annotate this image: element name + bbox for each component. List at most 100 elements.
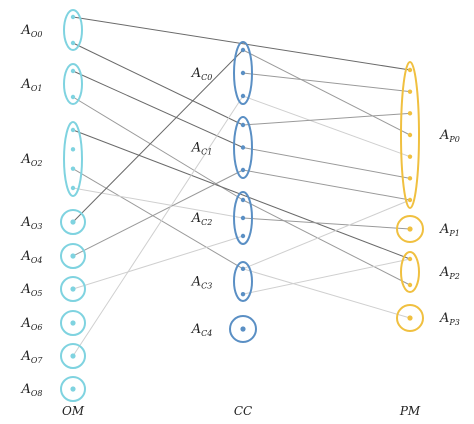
node-point-p0-4: [407, 154, 413, 159]
group-ellipse-o1: [63, 63, 83, 105]
edge-o0-1-to-c1-0: [72, 42, 244, 126]
node-point-p0-0: [407, 67, 413, 73]
group-label-p2: AP2: [439, 265, 460, 281]
group-label-o5: AO5: [20, 282, 42, 298]
edge-c0-0-to-p0-3: [242, 49, 411, 136]
edge-o2-2-to-c3-0: [72, 168, 244, 270]
edge-o7-0-to-c0-2: [72, 95, 244, 357]
group-ellipse-o5: [60, 276, 86, 302]
edge-o2-0-to-p2-0: [72, 129, 411, 260]
node-point-c4-0: [240, 326, 246, 332]
edge-c1-2-to-p0-6: [242, 169, 411, 201]
group-label-p3: AP3: [439, 311, 460, 327]
group-ellipse-c3: [233, 261, 253, 302]
group-ellipse-c0: [233, 41, 253, 105]
node-point-p0-3: [407, 132, 413, 138]
edge-c2-0-to-p2-1: [242, 199, 411, 286]
group-ellipse-o0: [63, 9, 83, 51]
edge-c1-0-to-p0-2: [242, 112, 411, 126]
node-point-p2-0: [407, 256, 413, 262]
group-label-c1: AC1: [191, 141, 213, 157]
node-point-o4-0: [70, 253, 76, 259]
edge-o1-0-to-c1-1: [72, 70, 244, 148]
edge-c1-1-to-p0-5: [242, 147, 411, 179]
edge-o5-0-to-c2-2: [72, 235, 244, 290]
node-point-o3-0: [70, 219, 76, 225]
node-point-c0-2: [240, 93, 246, 99]
column-title-cc: CC: [234, 404, 252, 418]
node-point-p0-6: [407, 197, 413, 203]
edge-o1-1-to-c2-0: [72, 96, 244, 201]
group-ellipse-p0: [400, 61, 420, 209]
node-point-o1-0: [70, 68, 76, 74]
edge-c3-0-to-p0-6: [242, 199, 411, 270]
group-label-o7: AO7: [20, 349, 43, 365]
node-point-o5-0: [70, 286, 76, 292]
edge-c3-1-to-p2-0: [242, 258, 411, 295]
node-point-p0-5: [407, 176, 413, 181]
node-point-o2-2: [70, 166, 76, 171]
group-label-o1: AO1: [20, 77, 42, 93]
node-point-o0-0: [70, 14, 76, 20]
group-label-o8: AO8: [20, 382, 42, 398]
edge-o3-0-to-c0-0: [72, 49, 244, 223]
group-ellipse-o2: [63, 121, 83, 197]
column-title-layer: OM CC PM: [62, 404, 421, 418]
group-ellipse-o6: [60, 310, 86, 336]
group-label-c2: AC2: [191, 211, 213, 227]
node-point-c1-0: [240, 122, 246, 128]
group-label-c4: AC4: [191, 322, 213, 338]
node-point-p2-1: [407, 282, 413, 288]
group-ellipse-c2: [233, 191, 253, 245]
node-point-p1-0: [407, 226, 413, 232]
node-point-p0-2: [407, 111, 413, 116]
group-label-o6: AO6: [20, 316, 42, 332]
node-point-c3-1: [240, 291, 246, 297]
group-ellipse-p3: [396, 304, 424, 332]
label-layer: AO0AO1AO2AO3AO4AO5AO6AO7AO8AC0AC1AC2AC3A…: [20, 23, 459, 398]
edge-c0-1-to-p0-1: [242, 72, 411, 93]
group-ellipse-c4: [229, 315, 257, 343]
group-ellipse-o7: [60, 343, 86, 369]
group-label-o4: AO4: [20, 249, 42, 265]
edge-c2-1-to-p1-0: [242, 217, 411, 230]
node-point-o2-0: [70, 127, 76, 133]
node-point-c3-0: [240, 266, 246, 272]
group-ellipse-p1: [396, 215, 424, 243]
node-layer: [60, 9, 424, 402]
node-point-c2-2: [240, 233, 246, 239]
node-point-c0-1: [240, 70, 246, 76]
group-ellipse-p2: [400, 251, 420, 293]
edge-o4-0-to-c1-2: [72, 169, 244, 257]
edge-c0-2-to-p0-4: [242, 95, 411, 158]
group-label-o2: AO2: [20, 152, 42, 168]
node-point-o2-1: [70, 147, 76, 152]
column-title-pm: PM: [399, 404, 421, 418]
group-label-c0: AC0: [191, 66, 213, 82]
edge-c3-0-to-p3-0: [242, 268, 411, 319]
column-title-om: OM: [62, 404, 85, 418]
edge-layer: [72, 16, 411, 357]
group-label-o3: AO3: [20, 215, 42, 231]
node-point-o2-3: [70, 185, 76, 191]
group-ellipse-c1: [233, 116, 253, 179]
node-point-o7-0: [70, 353, 76, 359]
node-point-c1-2: [240, 167, 246, 173]
node-point-c1-1: [240, 145, 246, 150]
node-point-o8-0: [70, 386, 76, 392]
group-label-c3: AC3: [191, 275, 213, 291]
group-label-p0: AP0: [439, 128, 460, 144]
node-point-p0-1: [407, 89, 413, 94]
node-point-c2-1: [240, 215, 246, 221]
node-point-c0-0: [240, 47, 246, 53]
node-point-o0-1: [70, 40, 76, 46]
node-point-c2-0: [240, 197, 246, 203]
node-point-p3-0: [407, 315, 413, 321]
node-point-o1-1: [70, 94, 76, 100]
group-ellipse-o4: [60, 243, 86, 269]
group-ellipse-o8: [60, 376, 86, 402]
group-ellipse-o3: [60, 209, 86, 235]
node-point-o6-0: [70, 320, 76, 326]
